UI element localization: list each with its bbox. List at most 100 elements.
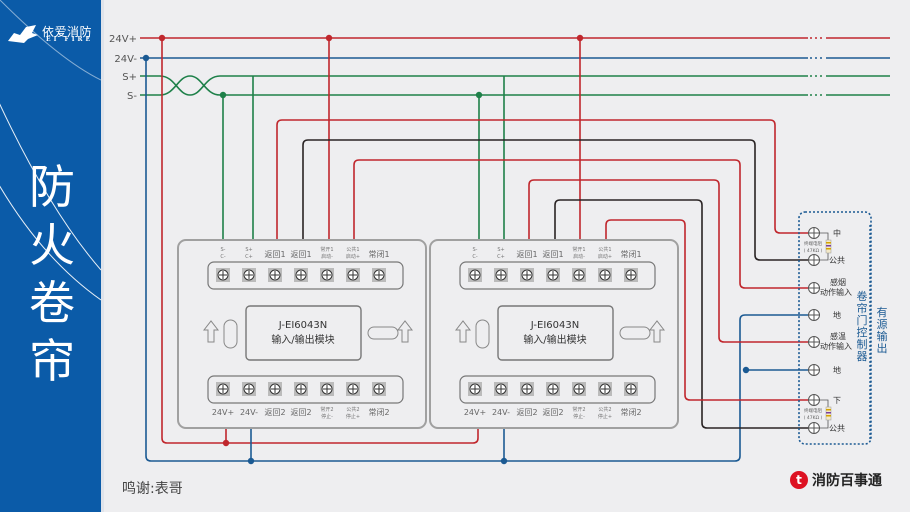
screw-cross-icon: [808, 365, 820, 375]
screw-cross-icon: [219, 271, 227, 279]
module-label-box: [497, 305, 614, 361]
footer-brand: t 消防百事通: [790, 470, 882, 490]
terminal-label: S+: [497, 247, 504, 253]
terminal-label: 常开1: [572, 246, 585, 253]
decorative-arcs: [0, 0, 101, 301]
terminal-label: 24V-: [240, 408, 258, 417]
mount-slot: [475, 319, 490, 349]
terminal-label: 公共2: [346, 406, 359, 413]
terminal-label: 常闭1: [620, 250, 641, 259]
screw-cross-icon: [523, 385, 531, 393]
terminal-label: C-: [472, 254, 477, 260]
up-arrow-icon: [454, 320, 472, 343]
controller-terminal-label: 动作输入: [820, 287, 852, 297]
terminal-label: 启动-: [573, 253, 585, 260]
screw-cross-icon: [808, 283, 820, 293]
resistor-value: ( 47KΩ ): [804, 415, 823, 421]
terminal-label: 返回1: [516, 250, 537, 259]
sidebar: 依爱消防 EI FIRE 防 火 卷 帘: [0, 0, 101, 512]
junction-dot: [142, 54, 150, 62]
screw-cross-icon: [549, 385, 557, 393]
terminal-label: 公共2: [598, 406, 611, 413]
terminal-label: 返回1: [290, 250, 311, 259]
junction-dot: [742, 366, 750, 374]
junction-dot: [475, 91, 483, 99]
page-title: 防 火 卷 帘: [22, 158, 82, 390]
mount-slot: [619, 326, 651, 340]
hydrant-logo-icon: t: [790, 471, 808, 489]
controller-terminal-label: 地: [833, 365, 841, 375]
screw-cross-icon: [523, 271, 531, 279]
terminal-label: 停止-: [573, 413, 585, 420]
junction-dot: [158, 34, 166, 42]
terminal-label: S+: [245, 247, 252, 253]
sidebar-edge: [101, 0, 104, 512]
resistor-band: [826, 242, 831, 244]
terminal-label: 常开1: [320, 246, 333, 253]
controller-title-char: 卷: [857, 289, 868, 303]
terminal-label: 启动-: [321, 253, 333, 260]
controller-title-char: 控: [857, 325, 868, 339]
mount-slot: [223, 319, 238, 349]
mount-slot: [367, 326, 399, 340]
screw-cross-icon: [575, 385, 583, 393]
resistor-band: [826, 409, 831, 411]
controller-terminal-label: 下: [833, 396, 841, 405]
terminal-strip-bottom: [207, 375, 404, 404]
controller-box: [798, 211, 872, 445]
screw-cross-icon: [375, 385, 383, 393]
bus-label: 24V-: [114, 54, 137, 65]
screw-cross-icon: [349, 385, 357, 393]
controller-terminal-label: 地: [833, 310, 841, 320]
wire-heat: [528, 179, 808, 343]
module-label-box: [245, 305, 362, 361]
terminal-label: 返回1: [542, 250, 563, 259]
junction-dot: [219, 91, 227, 99]
bus-label: S-: [127, 91, 137, 102]
screw-cross-icon: [219, 385, 227, 393]
resistor-value: ( 47KΩ ): [804, 248, 823, 254]
screw-cross-icon: [601, 271, 609, 279]
terminal-label: S-: [221, 247, 226, 253]
screw-cross-icon: [245, 385, 253, 393]
wire-down: [605, 219, 808, 401]
screw-cross-icon: [349, 271, 357, 279]
screw-cross-icon: [323, 271, 331, 279]
up-arrow-icon: [202, 320, 220, 343]
terminal-label: 24V+: [212, 408, 234, 417]
up-arrow-icon: [396, 320, 414, 343]
resistor-band: [826, 245, 831, 247]
terminal-label: C-: [220, 254, 225, 260]
screw-cross-icon: [627, 385, 635, 393]
controller-outer-title-char: 有: [877, 305, 888, 319]
controller-terminal-label: 感温: [830, 331, 846, 341]
terminal-strip-top: [459, 261, 656, 290]
bus-label: 24V+: [109, 34, 137, 45]
screw-cross-icon: [497, 385, 505, 393]
terminal-label: 停止-: [321, 413, 333, 420]
up-arrow-icon: [648, 320, 666, 343]
title-char: 卷: [29, 276, 75, 330]
junction-dot: [325, 34, 333, 42]
controller-title-char: 门: [857, 313, 868, 327]
terminal-label: 启动+: [598, 253, 612, 260]
module-body: [429, 239, 679, 429]
terminal-strip-top: [207, 261, 404, 290]
brand-name: 依爱消防: [42, 25, 93, 39]
screw-cross-icon: [471, 385, 479, 393]
controller-outer-title-char: 输: [877, 329, 888, 343]
screw-cross-icon: [245, 271, 253, 279]
screw-cross-icon: [601, 385, 609, 393]
terminal-strip-bottom: [459, 375, 656, 404]
screw-cross-icon: [808, 337, 820, 347]
resistor-band: [826, 248, 831, 250]
resistor-band: [826, 412, 831, 414]
terminal-label: 停止+: [346, 413, 360, 420]
screw-cross-icon: [497, 271, 505, 279]
screw-cross-icon: [575, 271, 583, 279]
terminal-label: 常开2: [320, 406, 333, 413]
resistor-label: 终端电阻: [804, 407, 822, 414]
screw-cross-icon: [271, 271, 279, 279]
resistor-label: 终端电阻: [804, 240, 822, 247]
